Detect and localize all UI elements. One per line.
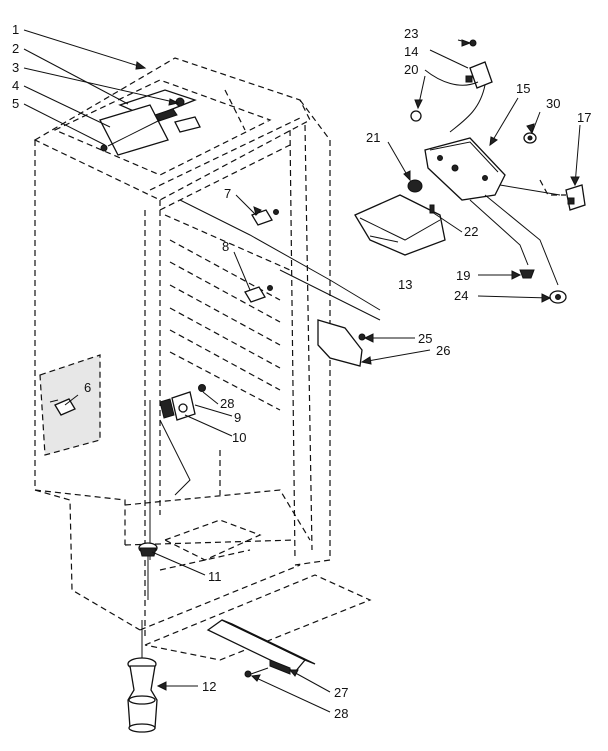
part-9-10-switch xyxy=(159,384,206,421)
callout-7: 7 xyxy=(224,186,231,201)
callout-14: 14 xyxy=(404,44,418,59)
callout-13: 13 xyxy=(398,277,412,292)
callout-30: 30 xyxy=(546,96,560,111)
callout-24: 24 xyxy=(454,288,468,303)
control-housing-assembly xyxy=(354,132,586,304)
callout-26: 26 xyxy=(436,343,450,358)
part-8-clip xyxy=(244,285,273,303)
callout-3: 3 xyxy=(12,60,19,75)
callout-25: 25 xyxy=(418,331,432,346)
cabinet-outline xyxy=(33,57,381,661)
callout-12: 12 xyxy=(202,679,216,694)
part-26-bracket xyxy=(317,319,366,367)
callout-11: 11 xyxy=(208,569,222,584)
callout-28-lower: 28 xyxy=(334,706,348,721)
callout-8: 8 xyxy=(222,239,229,254)
callout-22: 22 xyxy=(464,224,478,239)
callout-9: 9 xyxy=(234,410,241,425)
callout-27: 27 xyxy=(334,685,348,700)
callout-15: 15 xyxy=(516,81,530,96)
thermostat-assembly xyxy=(410,39,493,133)
callout-21: 21 xyxy=(366,130,380,145)
callout-5: 5 xyxy=(12,96,19,111)
part-12-drain-cup xyxy=(127,620,158,733)
part-27-bottom-rail xyxy=(206,619,316,678)
callout-1: 1 xyxy=(12,22,19,37)
callout-4: 4 xyxy=(12,78,19,93)
callout-2: 2 xyxy=(12,41,19,56)
part-6-bracket xyxy=(49,398,76,416)
callout-6: 6 xyxy=(84,380,91,395)
leader-lines xyxy=(23,29,581,713)
callout-28-upper: 28 xyxy=(220,396,234,411)
callout-19: 19 xyxy=(456,268,470,283)
top-hinge-assembly xyxy=(99,89,201,156)
part-11-drain-fitting xyxy=(138,542,158,600)
callout-20: 20 xyxy=(404,62,418,77)
callout-17: 17 xyxy=(577,110,591,125)
callout-labels: 1 2 3 4 5 6 7 8 9 10 11 12 13 14 15 17 1… xyxy=(12,22,591,721)
callout-23: 23 xyxy=(404,26,418,41)
callout-10: 10 xyxy=(232,430,246,445)
